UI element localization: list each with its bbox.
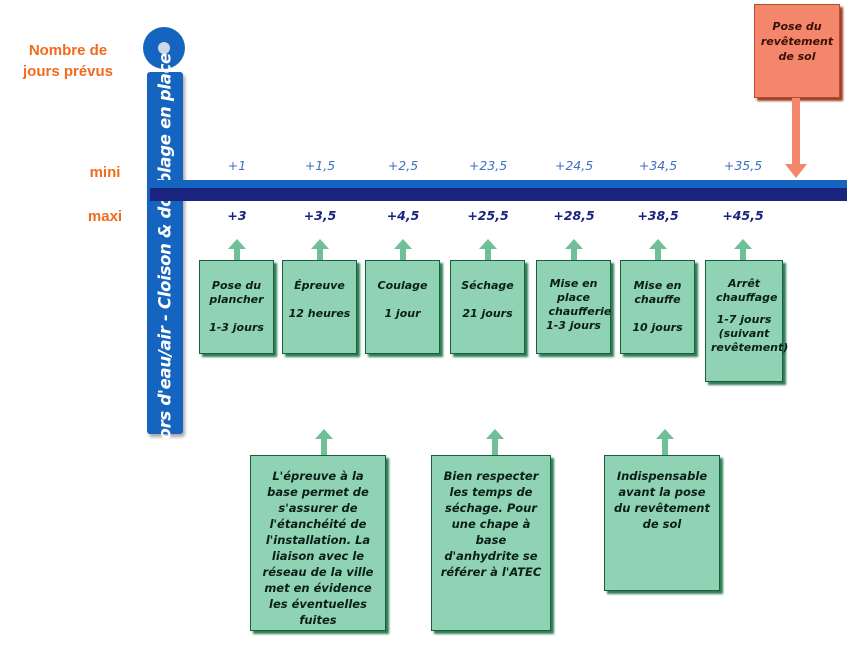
note-box-epreuve: L'épreuve à la base permet de s'assurer … bbox=[250, 455, 386, 631]
arrow-up-icon bbox=[479, 239, 497, 249]
step-title: Arrêt chauffage bbox=[716, 277, 778, 304]
timeline-bar-mini bbox=[150, 180, 847, 188]
note-box-revetement: Indispensable avant la pose du revêtemen… bbox=[604, 455, 720, 591]
step-title: Mise en chauffe bbox=[633, 279, 682, 306]
days-label: Nombre de jours prévus bbox=[22, 42, 114, 80]
step-title: Coulage bbox=[377, 279, 428, 292]
step-duration: 10 jours bbox=[632, 321, 683, 334]
arrow-stem bbox=[485, 249, 491, 260]
arrow-up-icon bbox=[228, 239, 246, 249]
note-box-sechage: Bien respecter les temps de séchage. Pou… bbox=[431, 455, 551, 631]
maxi-value: +3 bbox=[227, 208, 247, 223]
step-duration: 12 heures bbox=[288, 307, 351, 320]
mini-value: +24,5 bbox=[554, 158, 594, 173]
arrow-up-icon bbox=[311, 239, 329, 249]
note-arrow-stem bbox=[492, 439, 498, 455]
maxi-value: +38,5 bbox=[637, 208, 679, 223]
step-title: Épreuve bbox=[294, 279, 345, 292]
maxi-value: +4,5 bbox=[386, 208, 420, 223]
circle-dot bbox=[158, 42, 170, 54]
arrow-stem bbox=[740, 249, 746, 260]
mini-label: mini bbox=[89, 164, 121, 181]
mini-value: +23,5 bbox=[468, 158, 508, 173]
arrow-up-icon bbox=[565, 239, 583, 249]
start-circle-icon bbox=[143, 27, 185, 69]
arrow-stem bbox=[400, 249, 406, 260]
arrow-up-icon bbox=[734, 239, 752, 249]
note-arrow-stem bbox=[321, 439, 327, 455]
step-box: Épreuve 12 heures bbox=[282, 260, 357, 354]
start-bar: Hors d'eau/air - Cloison & doublage en p… bbox=[147, 53, 183, 453]
final-arrow-stem bbox=[792, 98, 800, 164]
final-step-box: Pose du revêtement de sol bbox=[754, 4, 840, 98]
mini-value: +34,5 bbox=[638, 158, 678, 173]
mini-value: +1 bbox=[227, 158, 247, 173]
step-title: Séchage bbox=[461, 279, 514, 292]
step-duration: 21 jours bbox=[462, 307, 513, 320]
step-title: Mise en place chaufferie bbox=[548, 277, 612, 318]
arrow-up-icon bbox=[649, 239, 667, 249]
arrow-up-icon bbox=[394, 239, 412, 249]
final-arrow-down-icon bbox=[785, 164, 807, 178]
maxi-value: +28,5 bbox=[553, 208, 595, 223]
mini-value: +35,5 bbox=[723, 158, 763, 173]
arrow-stem bbox=[655, 249, 661, 260]
arrow-stem bbox=[234, 249, 240, 260]
note-arrow-up-icon bbox=[486, 429, 504, 439]
step-box: Arrêt chauffage 1-7 jours (suivant revêt… bbox=[705, 260, 789, 382]
step-box: Pose du plancher 1-3 jours bbox=[199, 260, 274, 354]
step-duration: 1-7 jours (suivant revêtement) bbox=[711, 313, 789, 354]
maxi-label: maxi bbox=[87, 208, 123, 225]
start-bar-label: Hors d'eau/air - Cloison & doublage en p… bbox=[155, 53, 175, 453]
step-duration: 1 jour bbox=[384, 307, 421, 320]
step-box: Mise en chauffe 10 jours bbox=[620, 260, 695, 354]
maxi-value: +25,5 bbox=[467, 208, 509, 223]
step-box: Séchage 21 jours bbox=[450, 260, 525, 354]
step-box: Coulage 1 jour bbox=[365, 260, 440, 354]
arrow-stem bbox=[571, 249, 577, 260]
step-title: Pose du plancher bbox=[209, 279, 264, 306]
step-box: Mise en place chaufferie 1-3 jours bbox=[536, 260, 611, 354]
step-duration: 1-3 jours bbox=[209, 321, 264, 334]
maxi-value: +3,5 bbox=[303, 208, 337, 223]
arrow-stem bbox=[317, 249, 323, 260]
note-arrow-up-icon bbox=[315, 429, 333, 439]
step-duration: 1-3 jours bbox=[546, 319, 601, 332]
maxi-value: +45,5 bbox=[722, 208, 764, 223]
note-arrow-stem bbox=[662, 439, 668, 455]
mini-value: +2,5 bbox=[387, 158, 419, 173]
mini-value: +1,5 bbox=[304, 158, 336, 173]
note-arrow-up-icon bbox=[656, 429, 674, 439]
timeline-bar-maxi bbox=[150, 188, 847, 201]
